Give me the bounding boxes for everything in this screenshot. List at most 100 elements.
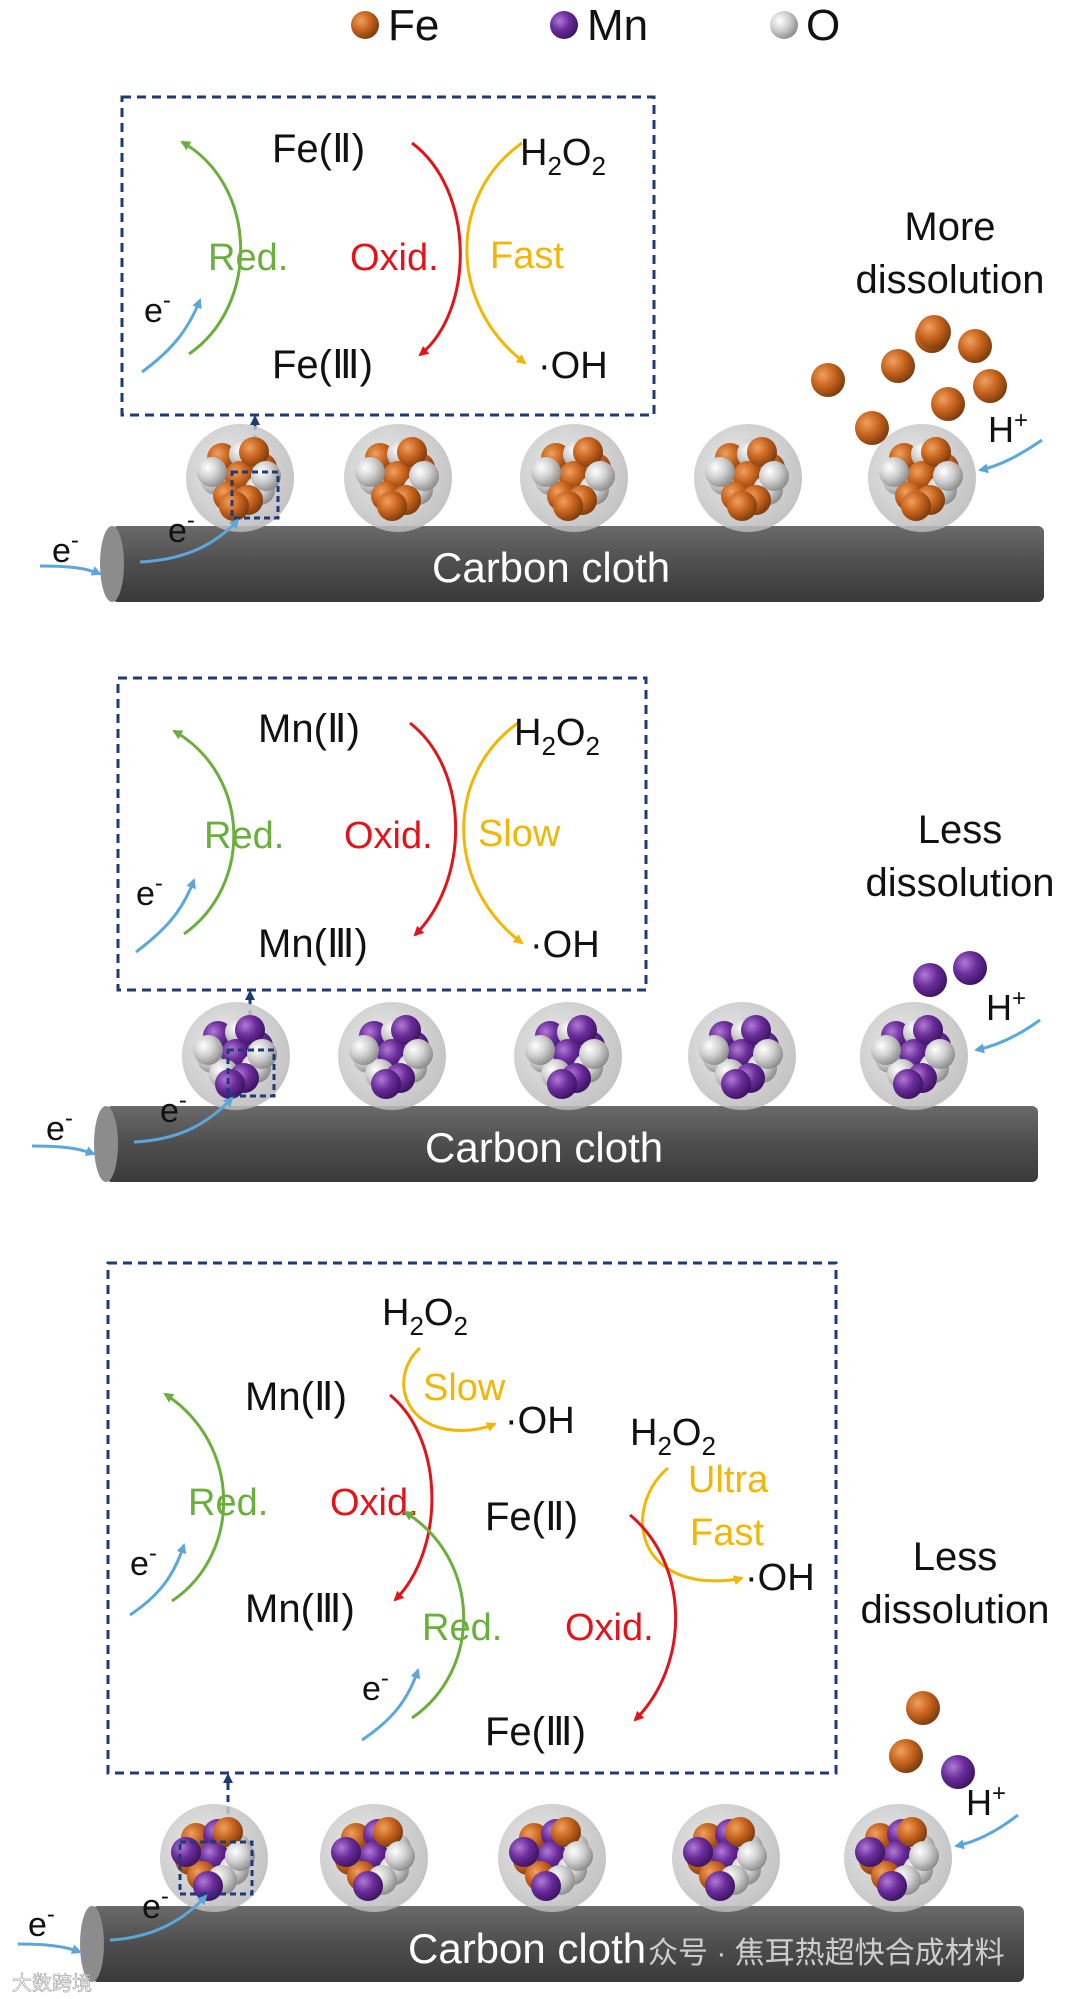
panel-femn: H2O2 Slow ·OH Mn(Ⅱ) Mn(Ⅲ) Red. Oxid. e- … <box>17 1261 1050 1982</box>
fast-arrow-fe <box>465 141 527 365</box>
carbon-cloth-femn <box>92 1906 1024 1982</box>
fe-atom <box>855 411 889 445</box>
red-label-femn-mn: Red. <box>188 1482 268 1524</box>
oxid-label-mn: Oxid. <box>344 815 433 857</box>
mn-atom <box>705 1871 735 1901</box>
electron-outer-mn: e- <box>46 1105 73 1148</box>
nanoparticle-row-fe <box>186 424 976 532</box>
nanoparticle <box>320 1804 428 1912</box>
proton-femn: H+ <box>966 1780 1006 1823</box>
electron-arrow-outer-femn <box>17 1942 82 1954</box>
dissolution-fe-line2: dissolution <box>855 258 1044 302</box>
fe-ii-label-femn: Fe(Ⅱ) <box>485 1495 578 1539</box>
zoom-box-femn <box>178 1840 254 1896</box>
red-arrow-mn <box>172 729 236 936</box>
o-atom <box>737 1841 767 1871</box>
nanoparticle-row-femn <box>160 1804 952 1912</box>
inset-box-femn <box>106 1261 838 1775</box>
electron-arrow-inset-femn-mn <box>129 1543 187 1617</box>
carbon-cloth-label-femn: Carbon cloth <box>408 1925 646 1972</box>
legend-fe-label: Fe <box>388 1 439 50</box>
mn-atom <box>509 1837 539 1867</box>
electron-arrow-surface-mn <box>133 1096 234 1144</box>
nanoparticle-row-mn <box>182 1002 968 1110</box>
proton-fe: H+ <box>988 407 1028 450</box>
o-atom <box>385 1841 415 1871</box>
oxid-arrow-femn-mn <box>389 1393 434 1602</box>
mn-atom <box>721 1069 751 1099</box>
red-arrow-femn-fe <box>403 1510 466 1720</box>
mn-ii-label-femn: Mn(Ⅱ) <box>245 1375 347 1419</box>
mn-atom <box>855 1837 885 1867</box>
proton-mn: H+ <box>986 985 1026 1028</box>
fe-atom <box>811 363 845 397</box>
electron-surface-femn: e- <box>142 1883 169 1926</box>
o-atom <box>579 1039 609 1069</box>
fe-atom <box>397 437 427 467</box>
proton-arrow-fe <box>978 438 1043 474</box>
nanoparticle <box>344 424 452 532</box>
fe-atom <box>553 491 583 521</box>
nanoparticle <box>868 424 976 532</box>
red-arrow-fe <box>180 140 243 356</box>
watermark-right: 众号 · 焦耳热超快合成材料 <box>648 1937 1005 1970</box>
o-atom <box>933 461 963 491</box>
mn-atom <box>941 1755 975 1789</box>
dissolution-fe-line1: More <box>904 205 995 249</box>
oxid-label-femn-mn: Oxid. <box>330 1482 419 1524</box>
electron-inset-femn-mn: e- <box>130 1540 157 1583</box>
fe-ii-label: Fe(Ⅱ) <box>272 127 365 171</box>
nanoparticle <box>844 1804 952 1912</box>
h2o2-fe: H2O2 <box>520 132 606 181</box>
mn-atom <box>913 1015 943 1045</box>
mn-iii-label-femn: Mn(Ⅲ) <box>245 1587 355 1631</box>
zoom-box-fe <box>230 470 280 520</box>
legend: Fe Mn O <box>351 1 840 50</box>
fe-atom <box>219 491 249 521</box>
slow-label-femn: Slow <box>423 1367 506 1409</box>
electron-inset-fe: e- <box>144 287 171 330</box>
proton-arrow-femn <box>954 1813 1019 1850</box>
o-atom <box>879 457 909 487</box>
o-atom <box>355 457 385 487</box>
h2o2-femn-fe: H2O2 <box>630 1412 716 1461</box>
carbon-cloth-end-fe <box>100 526 124 602</box>
oxid-arrow-fe <box>411 141 462 357</box>
mn-atom <box>353 1871 383 1901</box>
mn-atom <box>683 1837 713 1867</box>
red-label-mn: Red. <box>204 815 284 857</box>
o-atom <box>753 1039 783 1069</box>
oxid-arrow-mn <box>409 721 458 937</box>
electron-inset-femn-fe: e- <box>362 1665 389 1708</box>
carbon-cloth-label-mn: Carbon cloth <box>425 1124 663 1171</box>
o-atom <box>699 1035 729 1065</box>
fe-atom <box>727 491 757 521</box>
nanoparticle <box>520 424 628 532</box>
mn-atom <box>391 1015 421 1045</box>
dissolution-mn-line1: Less <box>918 808 1003 852</box>
red-label-femn-fe: Red. <box>422 1607 502 1649</box>
carbon-cloth-end-femn <box>80 1906 104 1982</box>
ultrafast-label-line2: Fast <box>690 1512 764 1554</box>
fast-label-fe: Fast <box>490 235 564 277</box>
fe-atom <box>747 437 777 467</box>
legend-mn-marker <box>550 11 578 39</box>
proton-arrow-mn <box>974 1018 1041 1054</box>
oxid-arrow-femn-fe <box>629 1513 678 1722</box>
red-arrow-femn-mn <box>163 1392 226 1603</box>
slow-arrow-femn <box>402 1346 497 1432</box>
carbon-cloth-end-mn <box>94 1106 118 1182</box>
electron-arrow-surface-fe <box>139 518 240 564</box>
fe-iii-label: Fe(Ⅲ) <box>272 343 373 387</box>
nanoparticle <box>688 1002 796 1110</box>
watermark-left: 大数跨境 <box>12 1972 92 1995</box>
nanoparticle <box>186 424 294 532</box>
slow-arrow-mn <box>462 721 524 945</box>
fe-atom <box>551 1817 581 1847</box>
mn-atom <box>215 1069 245 1099</box>
o-atom <box>247 1039 277 1069</box>
nanoparticle <box>498 1804 606 1912</box>
ultrafast-arrow-femn <box>641 1466 744 1586</box>
mn-atom <box>877 1871 907 1901</box>
